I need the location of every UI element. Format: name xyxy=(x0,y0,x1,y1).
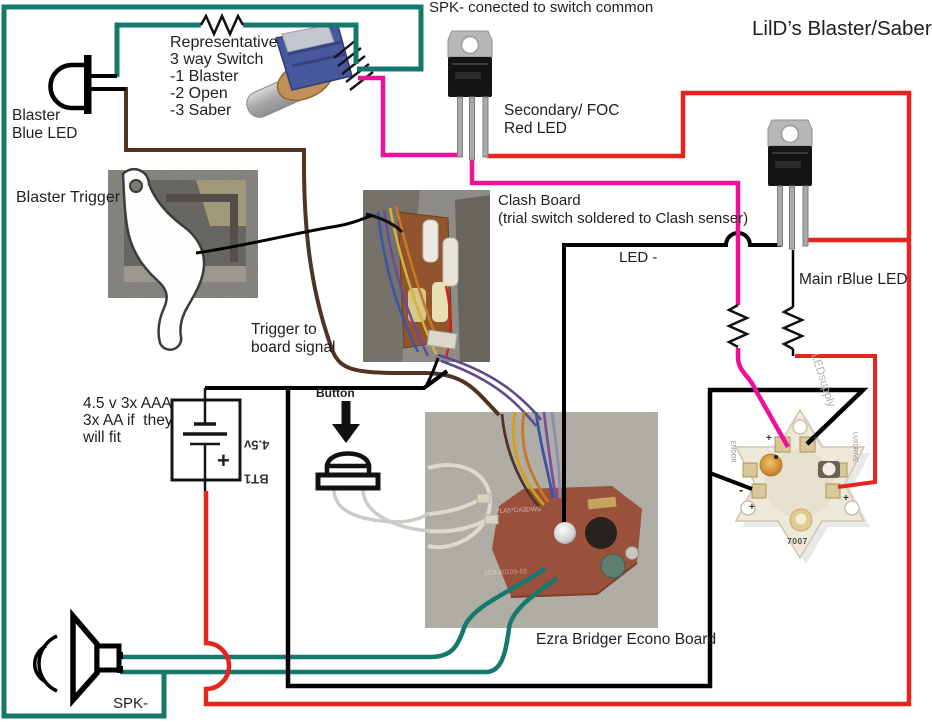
star-brand-left: ENDOR xyxy=(729,441,736,463)
battery-note-3: will fit xyxy=(83,429,121,446)
switch-note-2: 3 way Switch xyxy=(170,51,264,68)
resistor-top xyxy=(199,12,245,38)
secondary-led-label-1: Secondary/ FOC xyxy=(504,102,620,119)
secondary-led-label-2: Red LED xyxy=(504,120,567,137)
teal-wires xyxy=(1,4,559,719)
led-minus-label: LED - xyxy=(619,249,658,266)
pad-mark-ra: + xyxy=(843,493,849,504)
led-to-board-wire xyxy=(92,87,501,417)
pad-mark-la: - xyxy=(739,482,744,497)
clash-label-2: (trial switch soldered to Clash senser) xyxy=(498,210,749,227)
page-title: LilD’s Blaster/Saber xyxy=(752,17,932,40)
blaster-blue-led-symbol xyxy=(48,55,126,114)
red-wires xyxy=(203,90,912,707)
pad-mark-tl: + xyxy=(766,433,772,444)
spk-to-switch-common-wire xyxy=(1,4,424,719)
trial-switch xyxy=(585,517,617,549)
to220-secondary-foc xyxy=(447,30,493,161)
pad-mark-tr: - xyxy=(813,429,818,444)
star-led-red xyxy=(759,453,783,477)
clash-sensor xyxy=(600,553,626,579)
clash-label-1: Clash Board xyxy=(498,192,581,209)
clash-board-photo xyxy=(363,190,490,362)
battery-symbol xyxy=(170,388,242,491)
blaster-trigger-label: Blaster Trigger xyxy=(16,189,121,206)
blaster-led-label-2: Blue LED xyxy=(12,125,78,142)
switch-pins xyxy=(333,39,374,91)
spk-common-note: SPK- conected to switch common xyxy=(429,0,654,16)
blaster-led-label-1: Blaster xyxy=(12,107,61,124)
trigger-signal-wire xyxy=(195,213,374,255)
switch-note-3: -1 Blaster xyxy=(170,68,239,85)
pink-wires xyxy=(358,75,790,449)
button-symbol xyxy=(315,401,381,491)
luxeon-star-pcb xyxy=(734,408,870,564)
battery-note-2: 3x AA if they xyxy=(83,412,173,429)
speaker-symbol xyxy=(33,608,123,708)
trigger-photo xyxy=(108,167,258,351)
resistor-left xyxy=(725,303,751,349)
solder-blob xyxy=(554,522,576,544)
star-brand-right: LUXDRIVE xyxy=(851,432,858,463)
bundle-wires xyxy=(500,411,562,509)
battery-note-1: 4.5 v 3x AAA xyxy=(83,395,172,412)
button-label: Button xyxy=(316,386,355,400)
star-code: 7007 xyxy=(787,536,808,546)
switch-note-4: -2 Open xyxy=(170,85,228,102)
trigger-signal-label-2: board signal xyxy=(251,339,336,356)
brown-wires xyxy=(92,87,501,417)
to220-main-blue xyxy=(767,119,813,250)
speaker-wire-2 xyxy=(120,576,559,675)
resistor-right xyxy=(780,305,806,351)
battery-top-rail xyxy=(205,369,449,390)
main-led-label: Main rBlue LED xyxy=(799,271,908,288)
battery-voltage: 4.5v xyxy=(244,437,270,453)
battery-ref: BT1 xyxy=(244,471,269,487)
rotary-switch-photo xyxy=(246,24,374,118)
red-supply-loop xyxy=(203,90,912,707)
pad-mark-lb: + xyxy=(749,502,755,513)
button-wires xyxy=(332,488,431,533)
spk-minus-label: SPK- xyxy=(113,695,149,712)
battery-plus: + xyxy=(217,448,230,473)
switch-note-5: -3 Saber xyxy=(170,102,232,119)
trigger-lever xyxy=(121,167,206,351)
board-caption: Ezra Bridger Econo Board xyxy=(536,631,717,648)
trigger-signal-label-1: Trigger to xyxy=(251,321,317,338)
ground-rail xyxy=(285,387,869,689)
switch-note-1: Representative xyxy=(170,34,278,51)
speaker-wire-1 xyxy=(120,566,547,660)
